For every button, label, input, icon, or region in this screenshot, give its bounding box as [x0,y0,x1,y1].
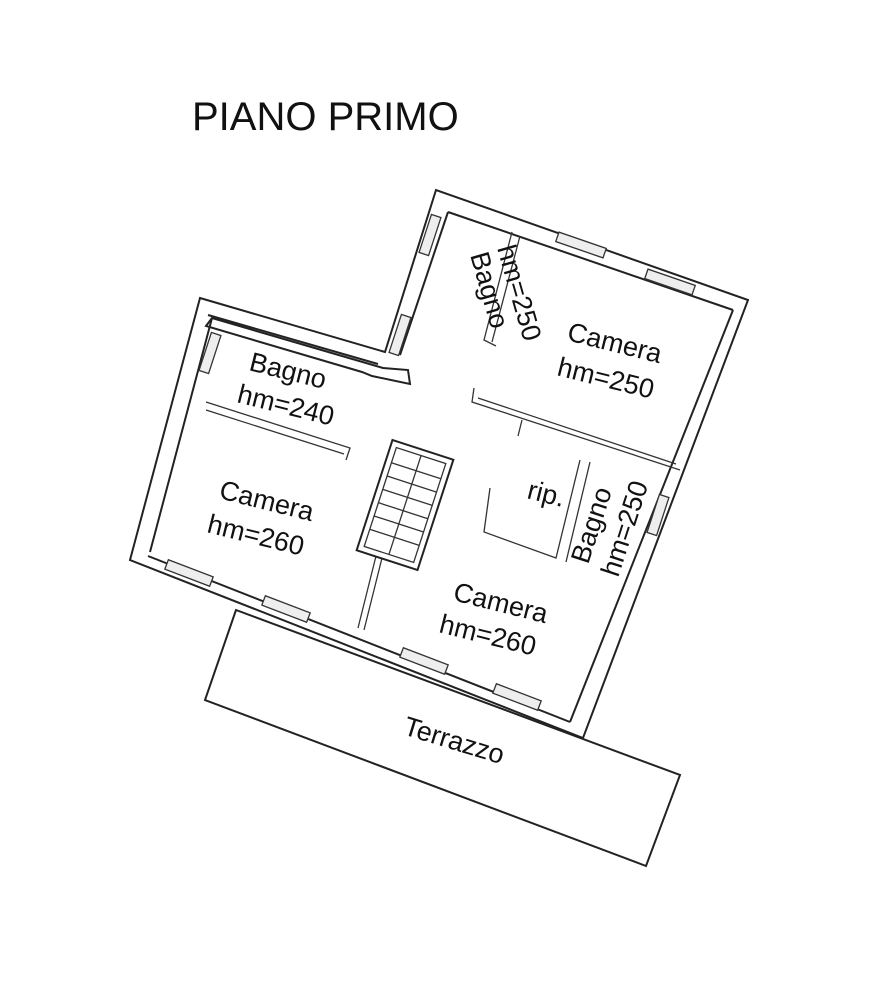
outer-walls [128,188,750,740]
staircase [355,438,455,572]
terrace-label: Terrazzo [400,711,508,770]
windows [163,213,697,712]
terrace-outline [203,608,682,868]
interior-walls [205,231,681,631]
plan-title: PIANO PRIMO [192,95,459,139]
room-label-ripostiglio: rip. [525,475,569,513]
